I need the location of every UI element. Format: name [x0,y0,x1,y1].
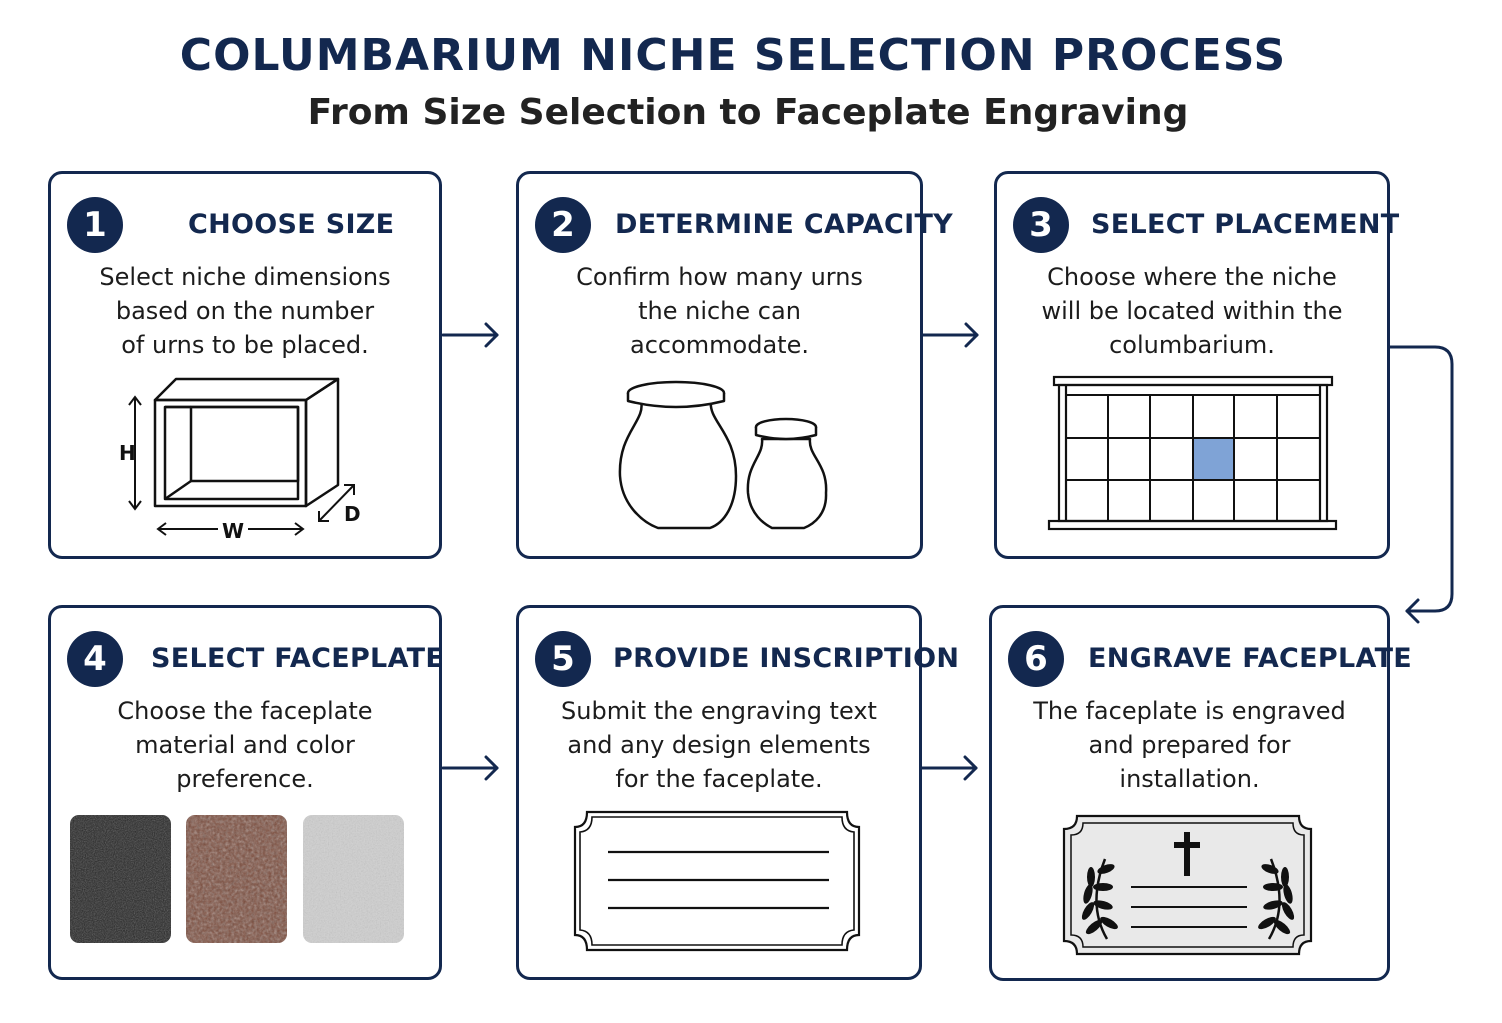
arrow-5-to-6 [920,755,978,781]
step-title: ENGRAVE FACEPLATE [1088,643,1413,674]
faceplate-swatch-brown-granite[interactable] [186,815,287,943]
arrow-1-to-2 [441,322,499,348]
step-title: CHOOSE SIZE [188,209,395,240]
arrow-2-to-3 [921,322,979,348]
step-card-provide-inscription: 5 PROVIDE INSCRIPTION Submit the engravi… [516,605,959,980]
step-title: SELECT PLACEMENT [1091,209,1400,240]
columbarium-wall-icon [1047,375,1338,531]
arrow-4-to-5 [441,755,499,781]
engraved-plaque-icon [1062,814,1313,956]
step-title: PROVIDE INSCRIPTION [613,643,960,674]
laurel-right-icon [1258,858,1295,940]
step-card-select-placement: 3 SELECT PLACEMENT Choose where the nich… [994,171,1399,559]
step-number-badge: 6 [1008,631,1064,687]
step-number-badge: 5 [535,631,591,687]
urns-icon [618,380,828,530]
selected-niche [1193,438,1234,480]
faceplate-swatch-black-granite[interactable] [70,815,171,943]
laurel-left-icon [1081,858,1118,940]
step-card-determine-capacity: 2 DETERMINE CAPACITY Confirm how many ur… [516,171,953,559]
arrow-3-to-6 [1388,345,1454,624]
step-title: DETERMINE CAPACITY [615,209,954,240]
page-subtitle: From Size Selection to Faceplate Engravi… [307,92,1189,133]
step-number-badge: 2 [535,197,591,253]
step-number-badge: 3 [1013,197,1069,253]
page-title: COLUMBARIUM NICHE SELECTION PROCESS [179,30,1287,81]
step-title: SELECT FACEPLATE [151,643,445,674]
dimension-label-depth: D [344,502,361,526]
blank-plaque-icon [573,810,861,952]
step-card-engrave-faceplate: 6 ENGRAVE FACEPLATE The faceplate is eng… [989,605,1412,981]
dimension-label-width: W [222,519,244,543]
step-number-badge: 4 [67,631,123,687]
dimension-label-height: H [119,441,136,465]
cross-icon [1174,832,1200,876]
faceplate-swatch-gray-granite[interactable] [303,815,404,943]
step-number-badge: 1 [67,197,123,253]
niche-box-dimensions-icon: H W D [119,377,361,543]
